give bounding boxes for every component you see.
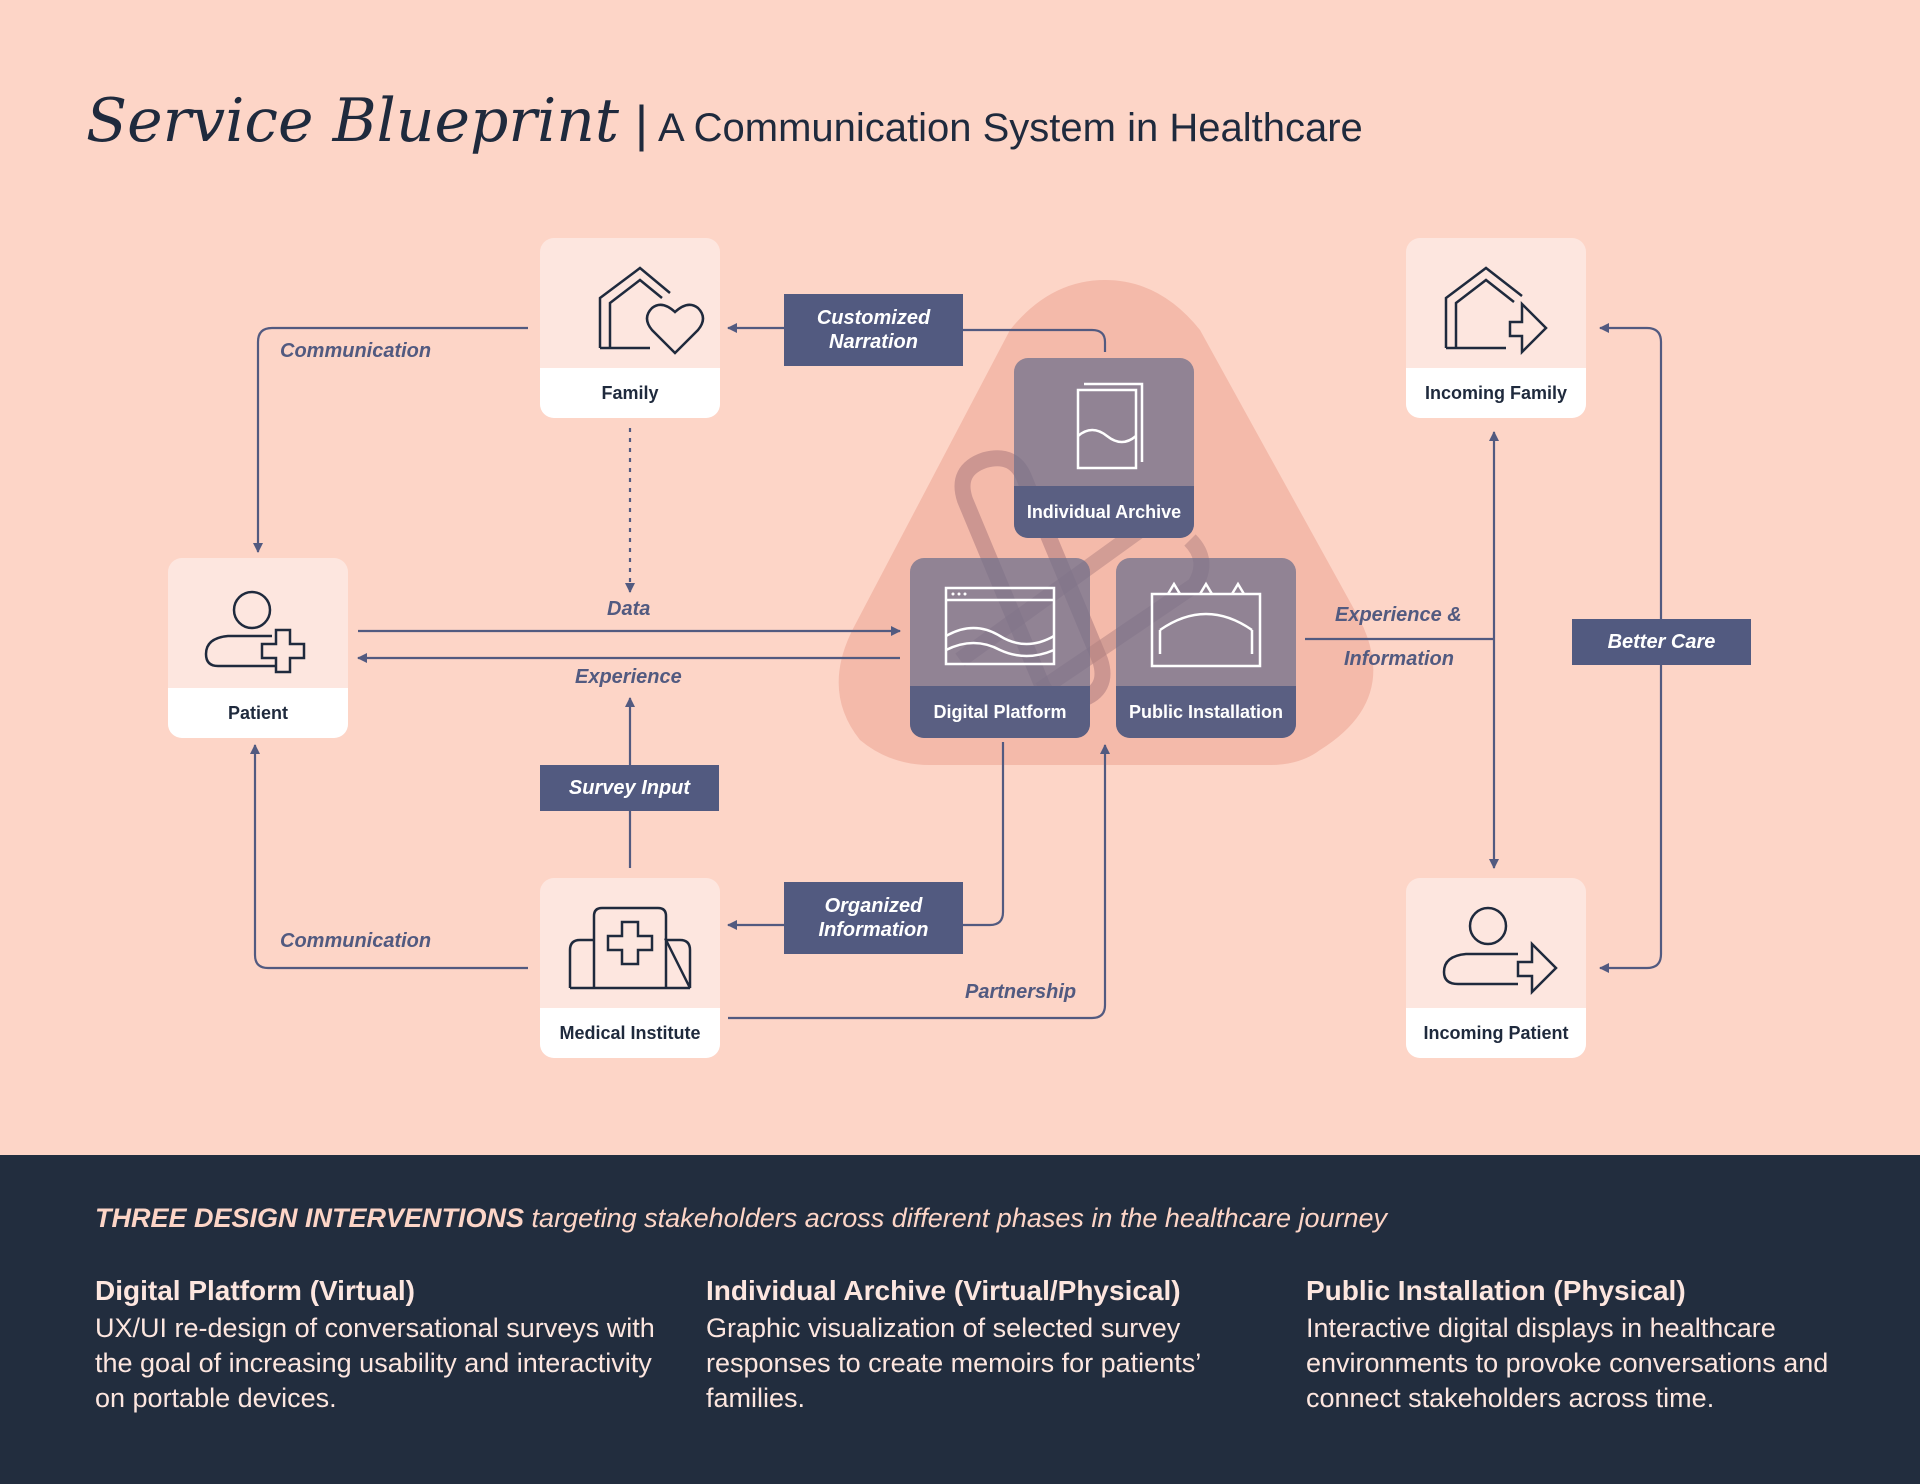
node-public-label: Public Installation: [1116, 686, 1296, 738]
footer-col-title: Public Installation (Physical): [1306, 1275, 1686, 1306]
flow-medical-patient: [250, 744, 528, 970]
node-public-installation: Public Installation: [1116, 558, 1296, 738]
footer-col-desc: Interactive digital displays in healthca…: [1306, 1313, 1829, 1413]
node-family: Family: [540, 238, 720, 418]
node-digital-label: Digital Platform: [910, 686, 1090, 738]
tag-customized-narration: Customized Narration: [784, 294, 963, 366]
title-main: Service Blueprint: [86, 86, 620, 156]
footer-heading-rest: targeting stakeholders across different …: [524, 1203, 1388, 1233]
installation-display-icon: [1150, 581, 1262, 668]
flow-family-patient: [253, 326, 528, 553]
flow-digital-organized: [963, 742, 1005, 927]
node-archive-label: Individual Archive: [1014, 486, 1194, 538]
node-incoming-family: Incoming Family: [1406, 238, 1586, 418]
title-subtitle: A Communication System in Healthcare: [658, 106, 1363, 150]
footer-col-digital: Digital Platform (Virtual) UX/UI re-desi…: [95, 1275, 675, 1416]
tag-organized-information: Organized Information: [784, 882, 963, 954]
node-individual-archive: Individual Archive: [1014, 358, 1194, 538]
footer-col-title: Digital Platform (Virtual): [95, 1275, 415, 1306]
flow-better-care-top: [1599, 323, 1663, 620]
flow-label-experience-and: Experience &: [1335, 604, 1462, 626]
node-family-label: Family: [540, 368, 720, 418]
node-medical-label: Medical Institute: [540, 1008, 720, 1058]
footer-col-desc: Graphic visualization of selected survey…: [706, 1313, 1201, 1413]
archive-icon: [1068, 382, 1144, 470]
node-digital-platform: Digital Platform: [910, 558, 1090, 738]
node-incoming-family-label: Incoming Family: [1406, 368, 1586, 418]
flow-label-partnership: Partnership: [965, 981, 1077, 1003]
flow-label-communication-top: Communication: [280, 340, 432, 362]
browser-window-icon: [944, 586, 1056, 666]
flow-label-information: Information: [1344, 648, 1454, 670]
node-incoming-patient-label: Incoming Patient: [1406, 1008, 1586, 1058]
flow-label-communication-bottom: Communication: [280, 930, 432, 952]
title-separator: |: [635, 96, 649, 152]
node-patient-label: Patient: [168, 688, 348, 738]
page-title: Service Blueprint |A Communication System…: [86, 86, 1363, 156]
tag-better-care: Better Care: [1572, 619, 1751, 665]
footer-col-desc: UX/UI re-design of conversational survey…: [95, 1313, 655, 1413]
footer-heading-strong: THREE DESIGN INTERVENTIONS: [95, 1203, 525, 1233]
footer-panel: THREE DESIGN INTERVENTIONS targeting sta…: [0, 1155, 1920, 1484]
flow-archive-family: [963, 328, 1107, 352]
flow-label-experience: Experience: [575, 666, 682, 688]
person-plus-icon: [204, 590, 306, 674]
house-heart-icon: [598, 266, 705, 355]
person-arrow-icon: [1442, 906, 1558, 996]
node-incoming-patient: Incoming Patient: [1406, 878, 1586, 1058]
footer-col-title: Individual Archive (Virtual/Physical): [706, 1275, 1181, 1306]
node-patient: Patient: [168, 558, 348, 738]
tag-survey-input: Survey Input: [540, 765, 719, 811]
flow-partnership: [728, 744, 1110, 1020]
footer-heading: THREE DESIGN INTERVENTIONS targeting sta…: [95, 1203, 1387, 1234]
footer-col-public: Public Installation (Physical) Interacti…: [1306, 1275, 1846, 1416]
node-medical-institute: Medical Institute: [540, 878, 720, 1058]
hospital-icon: [568, 906, 692, 990]
flow-label-data: Data: [607, 598, 651, 620]
footer-col-archive: Individual Archive (Virtual/Physical) Gr…: [706, 1275, 1266, 1416]
house-arrow-icon: [1444, 266, 1548, 356]
flow-better-care-bottom: [1599, 662, 1663, 973]
